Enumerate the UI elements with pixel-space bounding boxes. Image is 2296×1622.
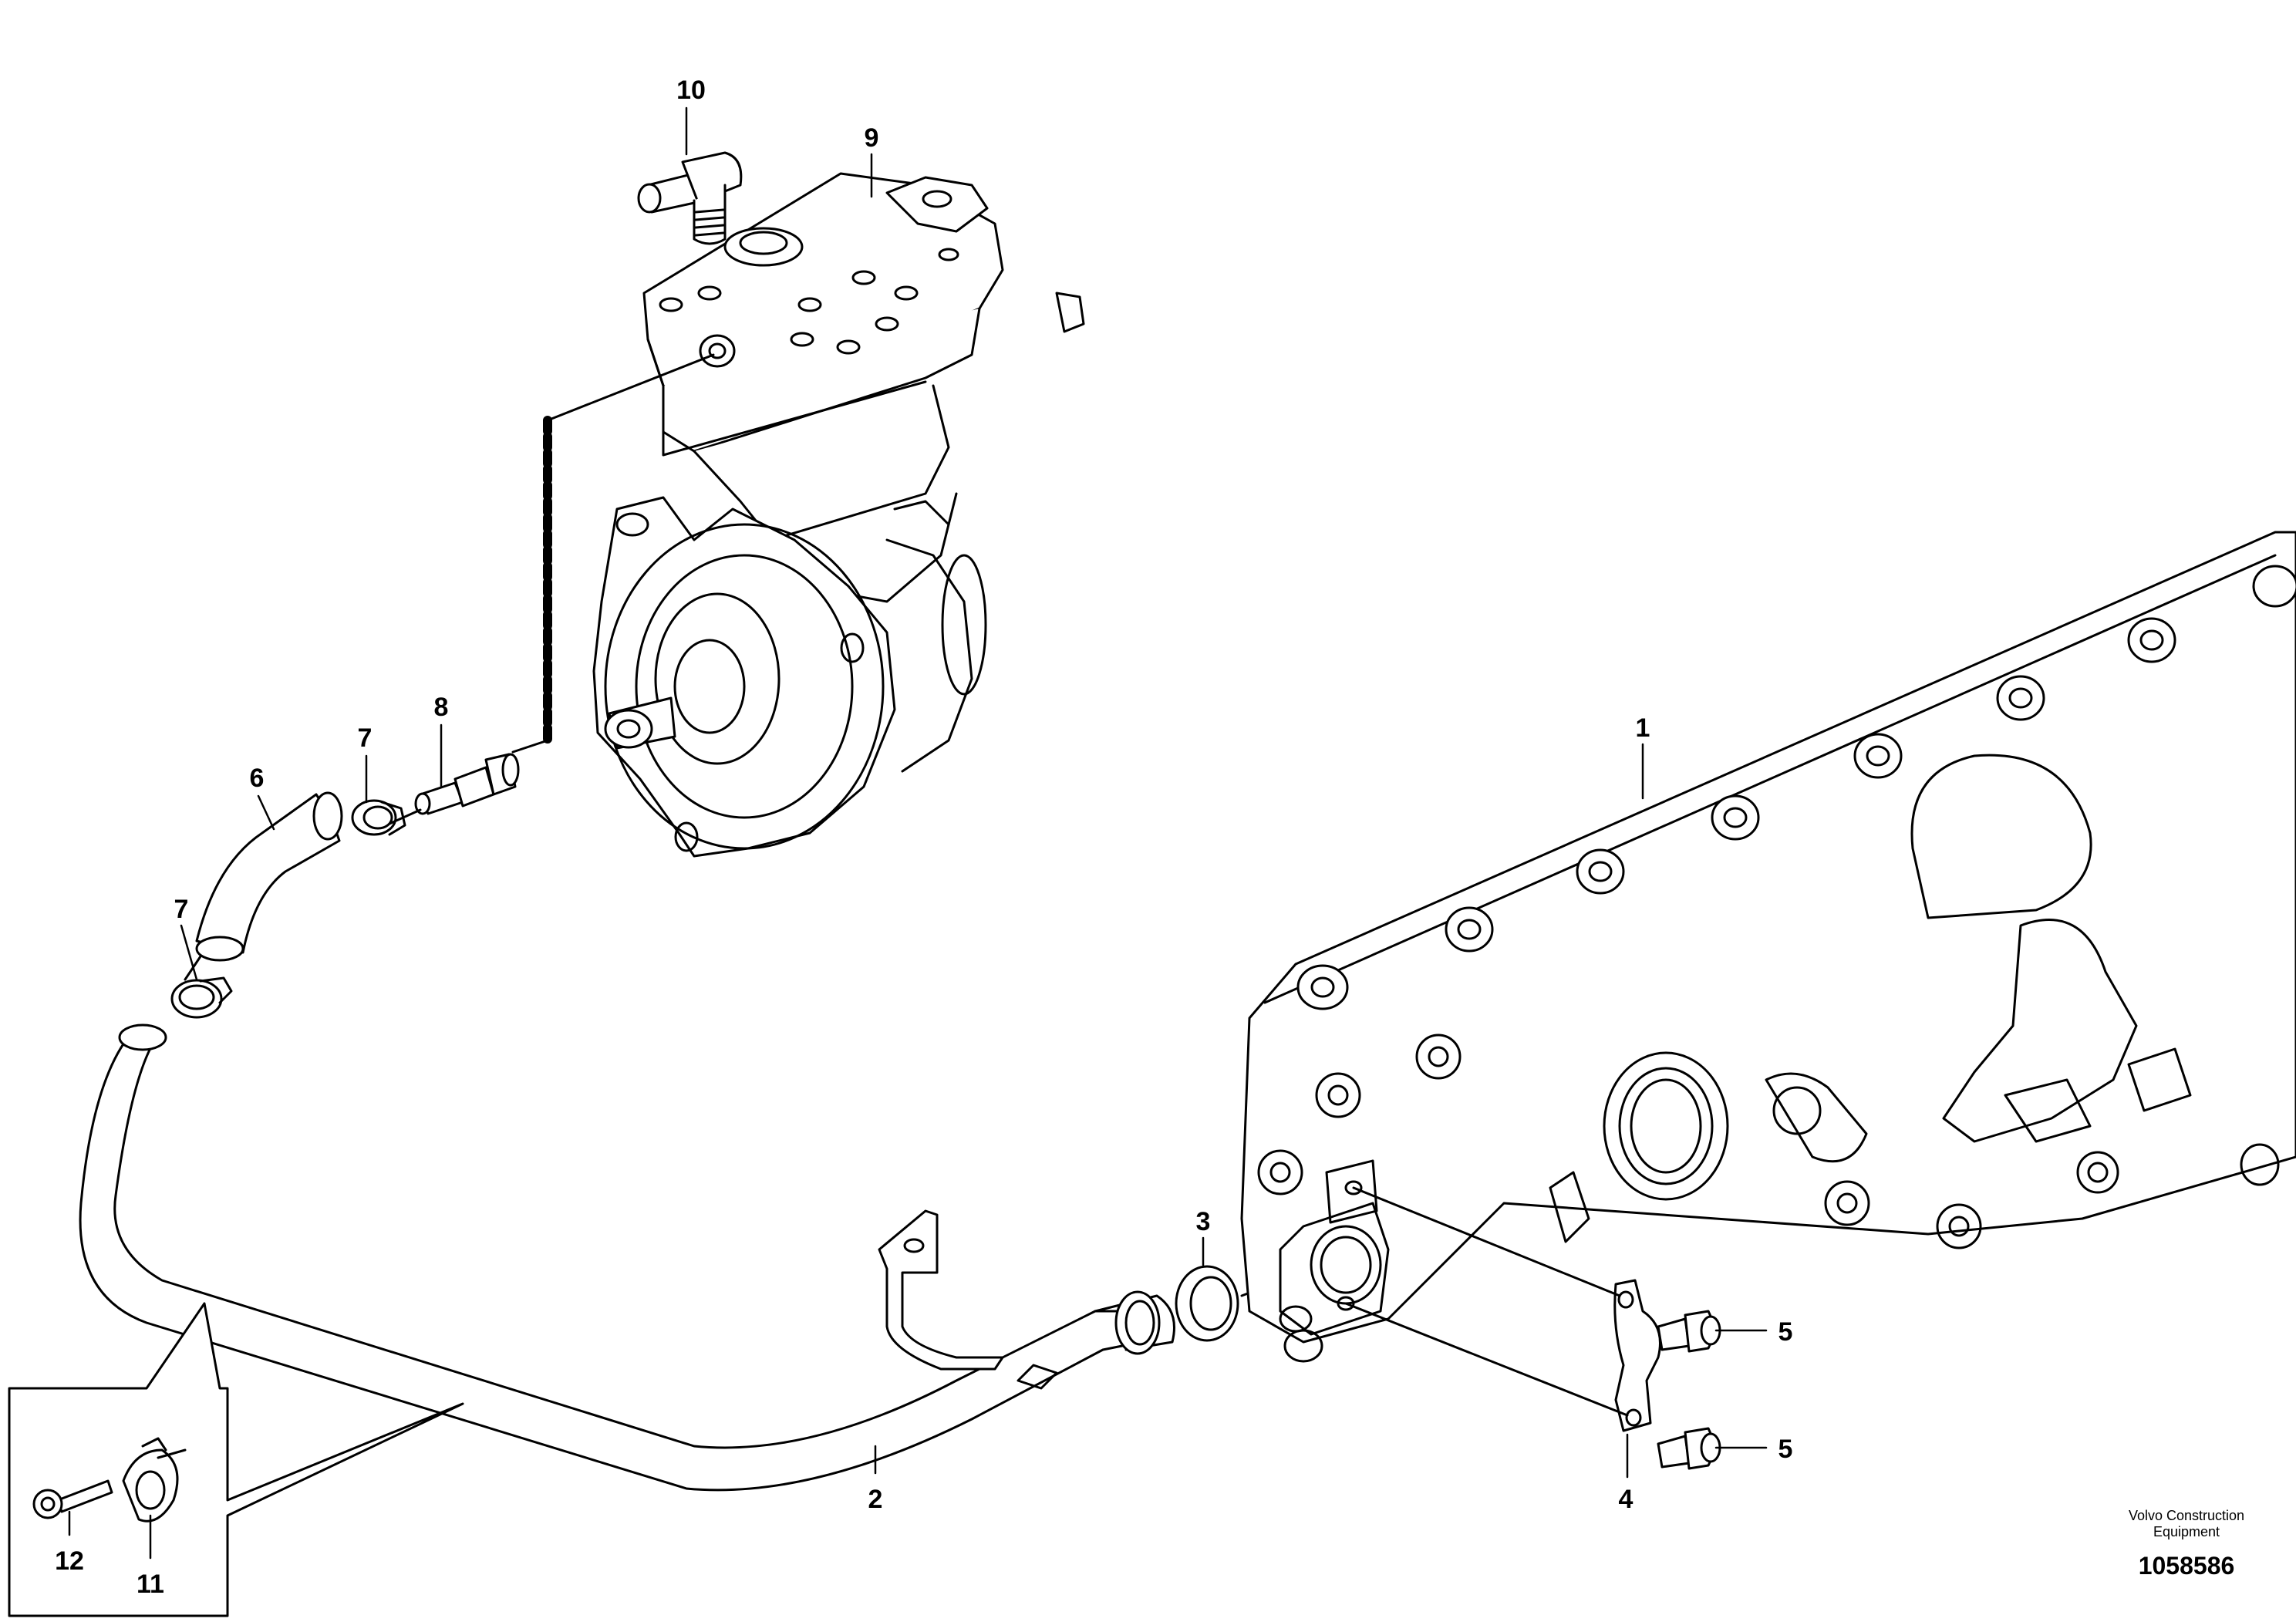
callout-8: 8 (434, 693, 449, 722)
callout-11: 11 (137, 1570, 164, 1599)
publisher-credit: Volvo Construction Equipment 1058586 (2044, 1508, 2296, 1580)
flange-bolts (1657, 1310, 1721, 1470)
pipe-bracket (878, 1209, 1004, 1371)
mounting-bracket (1613, 1279, 1661, 1432)
hose-clamp-upper (351, 799, 422, 836)
pipe-assembly (79, 1023, 1175, 1492)
callout-labels: 1 2 3 4 5 5 6 7 7 8 9 10 11 12 (55, 76, 1792, 1599)
union-connector (414, 753, 520, 815)
callout-10: 10 (676, 76, 706, 105)
dashed-connection-line (511, 353, 715, 754)
callout-12: 12 (55, 1546, 84, 1576)
curved-hose (195, 791, 343, 962)
callout-7-lower: 7 (174, 895, 189, 924)
callout-7-upper: 7 (358, 723, 373, 753)
callout-5-lower: 5 (1778, 1435, 1793, 1464)
document-number: 1058586 (2138, 1552, 2235, 1580)
engine-housing (1240, 531, 2296, 1363)
elbow-fitting (637, 151, 743, 245)
callout-6: 6 (250, 764, 265, 793)
company-name-line1: Volvo Construction (2128, 1508, 2245, 1523)
callout-5-upper: 5 (1778, 1317, 1793, 1347)
callout-9: 9 (865, 123, 879, 153)
callout-1: 1 (1636, 713, 1650, 743)
assembly-guide-lines (1344, 1186, 1629, 1417)
hose-clamp-lower (170, 955, 233, 1019)
detail-inset (8, 1302, 464, 1617)
leader-lines (68, 106, 1768, 1560)
callout-4: 4 (1619, 1485, 1633, 1514)
air-compressor (592, 172, 1085, 858)
callout-2: 2 (868, 1485, 883, 1514)
callout-3: 3 (1196, 1207, 1211, 1236)
company-name-line2: Equipment (2153, 1523, 2220, 1539)
